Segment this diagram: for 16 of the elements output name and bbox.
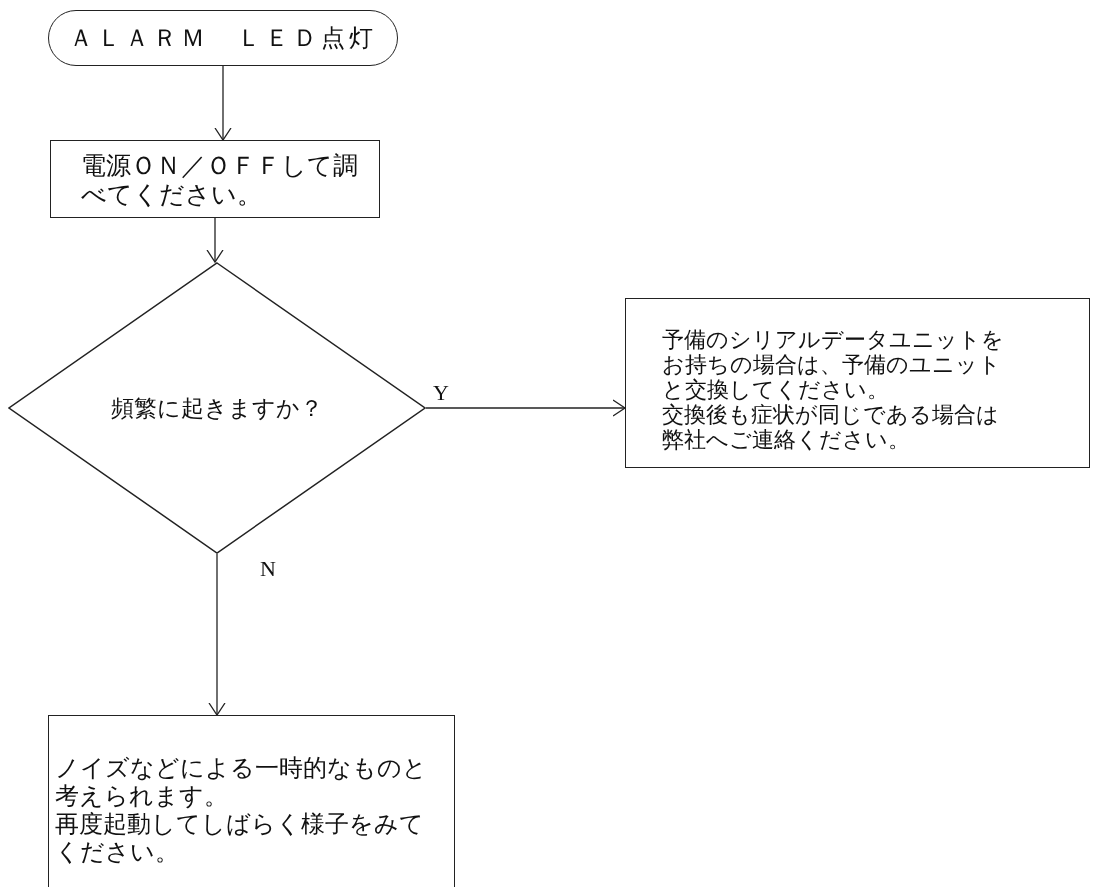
start-terminator xyxy=(48,10,398,66)
arrow xyxy=(214,65,232,141)
process-box xyxy=(48,715,455,887)
node-text: 予備のシリアルデータユニットをお持ちの場合は、予備のユニットと交換してください。 xyxy=(662,327,1005,402)
decision-diamond xyxy=(8,262,426,554)
node-text: 電源ＯＮ／ＯＦＦして調べてください。 xyxy=(81,151,359,209)
arrow xyxy=(425,399,626,417)
node-text: 再度起動してしばらく様子をみてください。 xyxy=(55,810,425,866)
node-text: ノイズなどによる一時的なものと考えられます。 xyxy=(55,754,428,810)
arrow xyxy=(206,217,224,263)
node-text: 頻繁に起きますか？ xyxy=(111,395,323,421)
node-text: ＡＬＡＲＭ ＬＥＤ点灯 xyxy=(69,24,377,52)
process-box xyxy=(50,140,380,218)
arrow xyxy=(208,553,226,716)
node-text: 交換後も症状が同じである場合は弊社へご連絡ください。 xyxy=(662,402,1000,452)
process-box xyxy=(625,298,1090,468)
